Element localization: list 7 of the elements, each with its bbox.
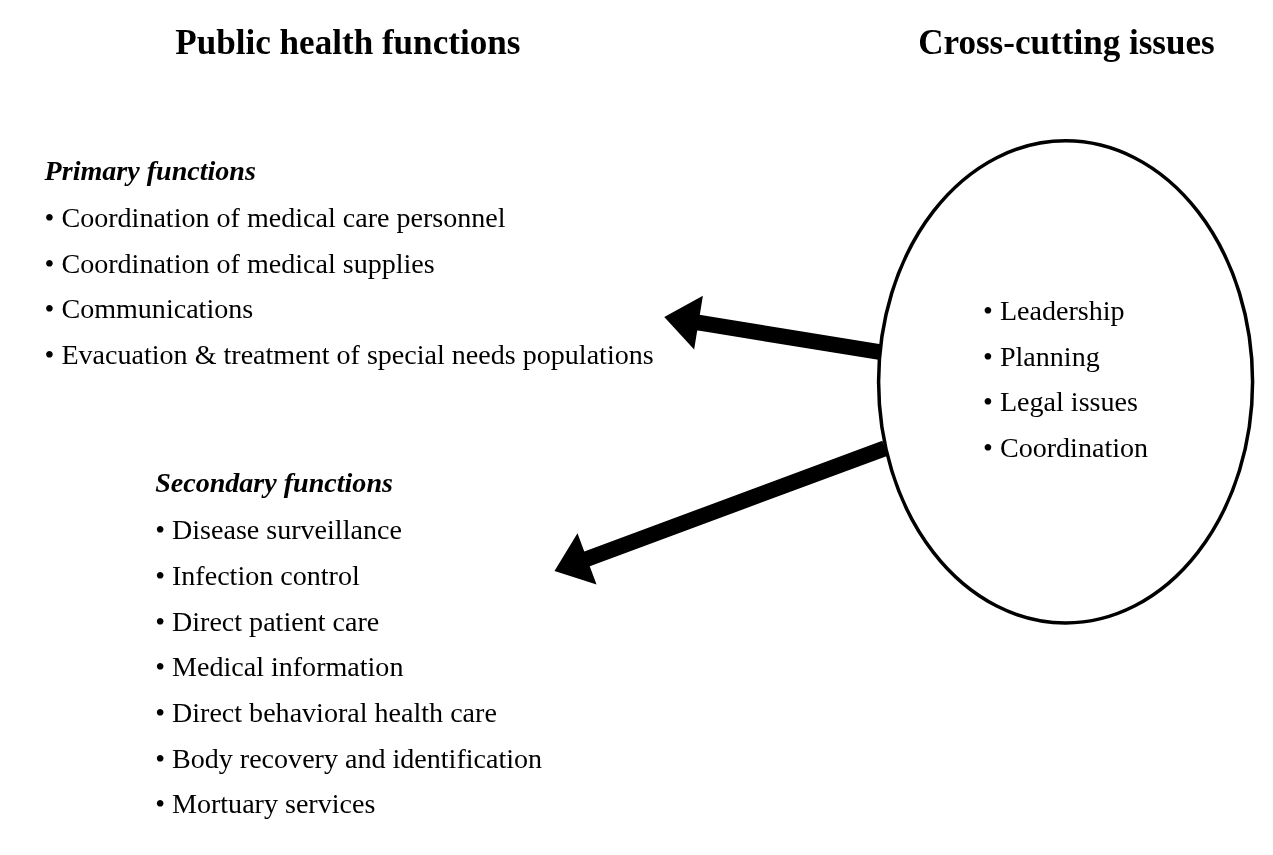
node-text: Primary functions • Coordination of medical care personnel • Coordination of medical supplies • Communications • Evacuation & treatment of special needs populations [44, 154, 654, 370]
arrow [554, 440, 888, 585]
node-text: Secondary functions • Disease surveillance • Infection control • Direct patient care • Medical information • Direct behavioral health care • Body recovery and identification • Mortuary services [155, 467, 543, 820]
label: Cross-cutting issues [918, 22, 1215, 62]
node-ellipse: • Leadership • Planning • Legal issues • Coordination [876, 139, 1255, 625]
label: Public health functions [175, 22, 521, 62]
arrow [664, 295, 881, 360]
